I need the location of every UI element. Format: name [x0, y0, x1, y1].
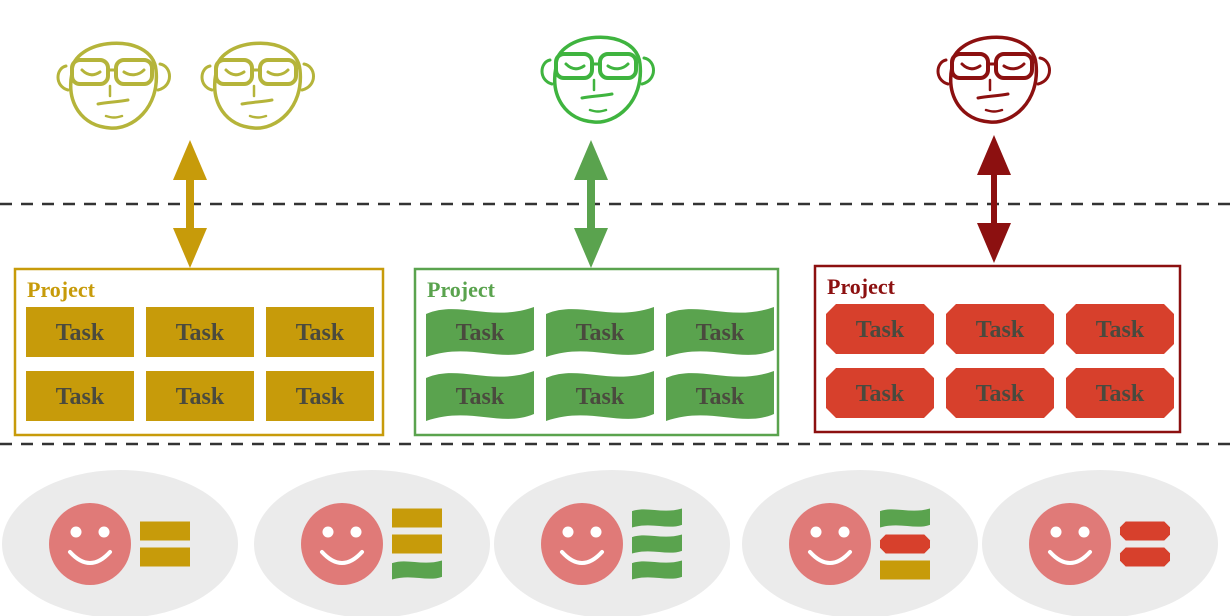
smiley-eye-right: [1078, 526, 1090, 538]
task-label: Task: [176, 320, 225, 346]
task-card: [266, 371, 374, 421]
assigned-task-mini: [1120, 521, 1170, 541]
task-label: Task: [56, 320, 105, 346]
project-label: Project: [827, 274, 896, 299]
task-card: [146, 307, 254, 357]
project-label: Project: [27, 277, 96, 302]
assigned-task-mini: [632, 534, 682, 554]
arrow-head-down: [977, 223, 1011, 263]
task-card: [266, 307, 374, 357]
assigned-task-mini: [880, 508, 930, 528]
assigned-task-mini: [632, 560, 682, 580]
task-label: Task: [856, 317, 905, 343]
smiley-mouth: [560, 550, 604, 565]
double-arrow: [574, 140, 608, 268]
smiley-eye-right: [350, 526, 362, 538]
task-card: [426, 371, 534, 421]
worker-5: [982, 470, 1218, 616]
worker-3: [494, 470, 730, 616]
task-card: [1066, 304, 1174, 354]
double-arrow: [977, 135, 1011, 263]
task-card: [26, 371, 134, 421]
assigned-task-mini: [392, 560, 442, 580]
task-card: [666, 371, 774, 421]
smiley-mouth: [68, 550, 112, 565]
smiley-face-icon: [1029, 503, 1111, 585]
task-label: Task: [456, 384, 505, 410]
task-card: [426, 307, 534, 357]
task-card: [26, 307, 134, 357]
smiley-mouth: [1048, 550, 1092, 565]
manager-icon: [936, 35, 1052, 125]
manager-icon: [200, 41, 316, 131]
task-label: Task: [1096, 317, 1145, 343]
task-label: Task: [56, 384, 105, 410]
task-label: Task: [296, 320, 345, 346]
manager-icon: [56, 41, 172, 131]
smiley-eye-right: [838, 526, 850, 538]
worker-1: [2, 470, 238, 616]
assigned-task-mini: [392, 508, 442, 528]
smiley-eye-left: [810, 526, 822, 538]
assigned-task-mini: [1120, 547, 1170, 567]
task-label: Task: [856, 381, 905, 407]
assigned-task-mini: [632, 508, 682, 528]
task-card: [946, 368, 1054, 418]
smiley-face-icon: [49, 503, 131, 585]
task-card: [826, 368, 934, 418]
task-label: Task: [576, 320, 625, 346]
arrow-head-up: [977, 135, 1011, 175]
assigned-task-mini: [140, 547, 190, 567]
smiley-eye-left: [322, 526, 334, 538]
smiley-eye-right: [590, 526, 602, 538]
smiley-mouth: [320, 550, 364, 565]
smiley-face-icon: [541, 503, 623, 585]
smiley-eye-right: [98, 526, 110, 538]
arrow-head-up: [574, 140, 608, 180]
smiley-eye-left: [562, 526, 574, 538]
task-card: [546, 371, 654, 421]
task-label: Task: [976, 317, 1025, 343]
assigned-task-mini: [140, 521, 190, 541]
smiley-eye-left: [70, 526, 82, 538]
smiley-face-icon: [789, 503, 871, 585]
assigned-task-mini: [880, 560, 930, 580]
arrow-head-down: [173, 228, 207, 268]
task-label: Task: [696, 320, 745, 346]
task-card: [946, 304, 1054, 354]
smiley-eye-left: [1050, 526, 1062, 538]
arrow-head-up: [173, 140, 207, 180]
smiley-mouth: [808, 550, 852, 565]
manager-icon: [540, 35, 656, 125]
task-label: Task: [576, 384, 625, 410]
worker-2: [254, 470, 490, 616]
assigned-task-mini: [880, 534, 930, 554]
worker-4: [742, 470, 978, 616]
task-card: [546, 307, 654, 357]
task-label: Task: [1096, 381, 1145, 407]
task-label: Task: [696, 384, 745, 410]
task-label: Task: [176, 384, 225, 410]
task-card: [146, 371, 254, 421]
task-card: [826, 304, 934, 354]
double-arrow: [173, 140, 207, 268]
task-label: Task: [976, 381, 1025, 407]
arrow-head-down: [574, 228, 608, 268]
task-label: Task: [456, 320, 505, 346]
smiley-face-icon: [301, 503, 383, 585]
assigned-task-mini: [392, 534, 442, 554]
task-label: Task: [296, 384, 345, 410]
project-label: Project: [427, 277, 496, 302]
task-card: [666, 307, 774, 357]
task-card: [1066, 368, 1174, 418]
